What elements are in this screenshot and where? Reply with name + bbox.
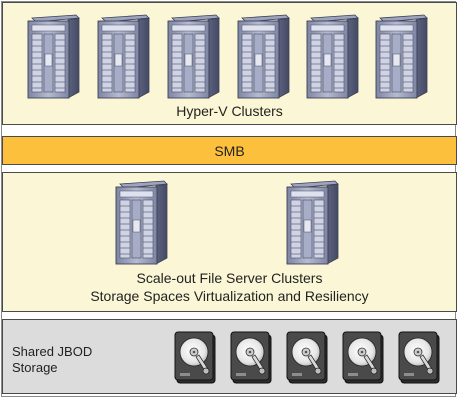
server-tower-icon	[372, 14, 428, 100]
hard-disk-icon	[286, 330, 332, 386]
scale-out-file-server-layer	[2, 172, 457, 312]
jbod-label-line2: Storage	[12, 360, 58, 375]
server-tower-icon	[303, 14, 359, 100]
sofs-label-line1: Scale-out File Server Clusters	[136, 270, 323, 286]
server-tower-icon	[112, 180, 168, 266]
server-tower-icon	[94, 14, 150, 100]
server-tower-icon	[24, 14, 80, 100]
server-tower-icon	[283, 180, 339, 266]
hard-disk-icon	[174, 330, 220, 386]
server-tower-icon	[234, 14, 290, 100]
server-tower-icon	[164, 14, 220, 100]
jbod-label-line1: Shared JBOD	[12, 344, 93, 359]
hard-disk-icon	[398, 330, 444, 386]
hard-disk-icon	[230, 330, 276, 386]
smb-label: SMB	[214, 143, 245, 159]
sofs-label-line2: Storage Spaces Virtualization and Resili…	[90, 288, 369, 304]
hyperv-clusters-label: Hyper-V Clusters	[176, 103, 283, 119]
smb-layer	[2, 136, 457, 165]
hard-disk-icon	[342, 330, 388, 386]
